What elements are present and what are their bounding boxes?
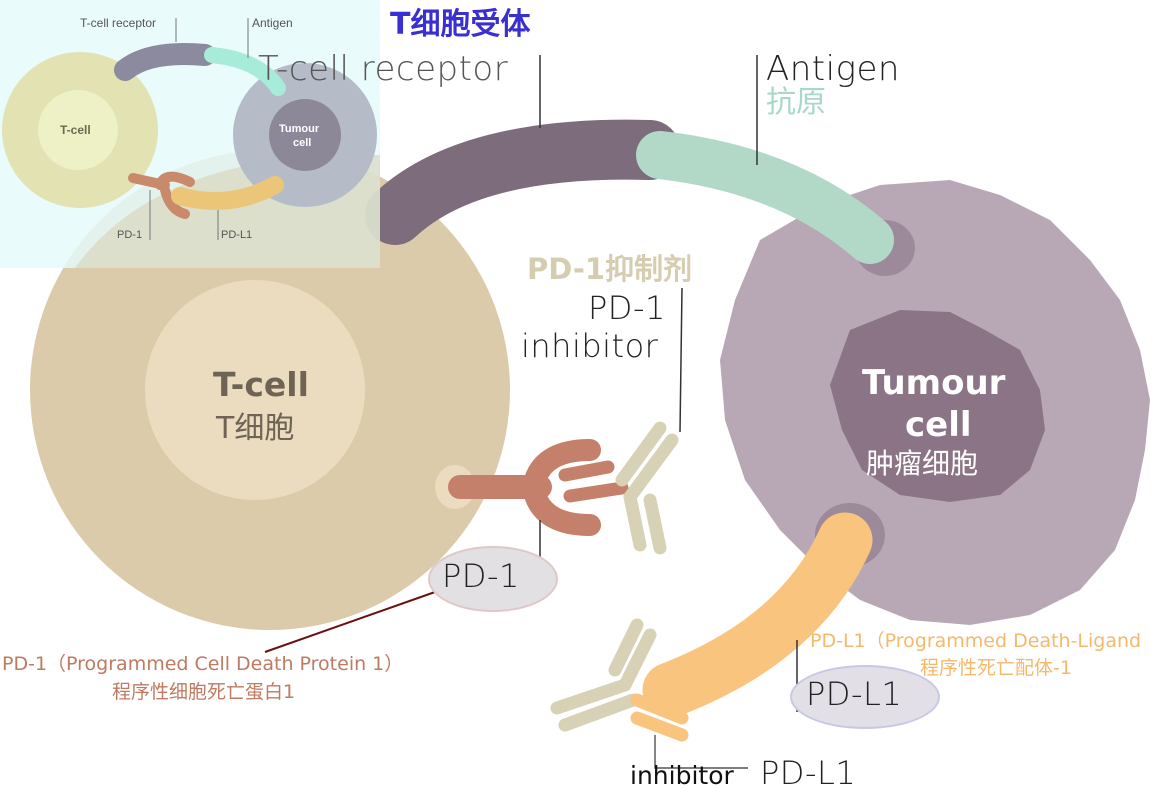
pd1-inhibitor-leader [679, 287, 683, 433]
tumour-label-cn: 肿瘤细胞 [866, 447, 979, 480]
pd1-antibody-arm-2 [623, 433, 679, 504]
tcr-shape [365, 119, 680, 245]
pdl1-inhibitor-label-b: PD-L1 [760, 754, 857, 792]
tumour-cell-nucleus [830, 310, 1045, 502]
pd1-badge-label: PD-1 [442, 557, 520, 595]
pd1-inhibitor-label-en-1: PD-1 [588, 289, 666, 327]
inset-tcell-label: T-cell [60, 123, 91, 137]
pdl1-antibody-stem-2 [558, 693, 640, 732]
pdl1-antibody-arm-2 [618, 628, 657, 692]
pd1-inhibitor-label-en-2: inhibitor [521, 327, 659, 365]
inset-antigen [204, 47, 286, 96]
inset-antigen-label: Antigen [252, 16, 293, 30]
pdl1-antibody-fab-1 [630, 693, 689, 725]
pd1-note-en: PD-1（Programmed Cell Death Protein 1） [2, 653, 404, 675]
pdl1-badge [790, 665, 940, 729]
pdl1-inhibitor-leader [654, 735, 748, 769]
pdl1-shape [642, 512, 873, 718]
inset-tumour-label-2: cell [293, 137, 312, 149]
inset-canvas [2, 18, 380, 268]
pd1-note-cn: 程序性细胞死亡蛋白1 [112, 681, 296, 703]
tumour-label-en-2: cell [905, 405, 972, 445]
pd1-antibody-stem-1 [623, 490, 647, 552]
tcell-label-cn: T细胞 [216, 411, 295, 446]
overview-inset: T-cell receptor Antigen T-cell Tumour ce… [0, 0, 380, 268]
tcr-label-en: T-cell receptor [258, 49, 509, 89]
inset-pdl1 [171, 176, 284, 211]
inset-tcr-label: T-cell receptor [80, 16, 157, 30]
antigen-shape [636, 131, 894, 264]
antigen-label-en: Antigen [766, 49, 900, 89]
pdl1-badge-label: PD-L1 [806, 675, 903, 713]
pd1-inhibitor-label-cn: PD-1抑制剂 [527, 252, 693, 286]
inset-pd1-label: PD-1 [117, 229, 143, 241]
pd1-arm-top [524, 439, 601, 491]
pdl1-antibody-fab-2 [630, 711, 689, 742]
inset-pd1 [128, 171, 195, 219]
inset-tcell-nucleus [38, 90, 118, 170]
inset-tumour-nucleus [269, 99, 341, 171]
pdl1-antibody-arm-1 [608, 618, 644, 677]
pd1-inner-1 [558, 460, 615, 482]
pd1-arm-bottom [524, 484, 601, 536]
pd1-antibody-arm-1 [615, 421, 667, 487]
pd1-note-leader [264, 591, 436, 653]
pdl1-note-en: PD-L1（Programmed Death-Ligand [810, 630, 1142, 652]
pdl1-note-cn: 程序性死亡配体-1 [920, 657, 1072, 679]
tcell-nucleus [145, 280, 365, 500]
inset-tcr [114, 43, 216, 81]
inset-pdl1-label: PD-L1 [221, 229, 253, 241]
pd1-inner-2 [563, 481, 629, 503]
pdl1-antibody-stem-1 [550, 678, 632, 715]
tcr-label-cn: T细胞受体 [390, 7, 531, 42]
tumour-label-en-1: Tumour [862, 363, 1006, 403]
pd1-antibody-stem-2 [643, 493, 667, 555]
pdl1-inhibitor-label-a: inhibitor [630, 761, 734, 790]
tcell-label-en: T-cell [213, 365, 309, 404]
pd1-badge [428, 546, 558, 612]
antigen-label-cn: 抗原 [766, 85, 826, 120]
inset-tumour-label-1: Tumour [279, 123, 320, 135]
